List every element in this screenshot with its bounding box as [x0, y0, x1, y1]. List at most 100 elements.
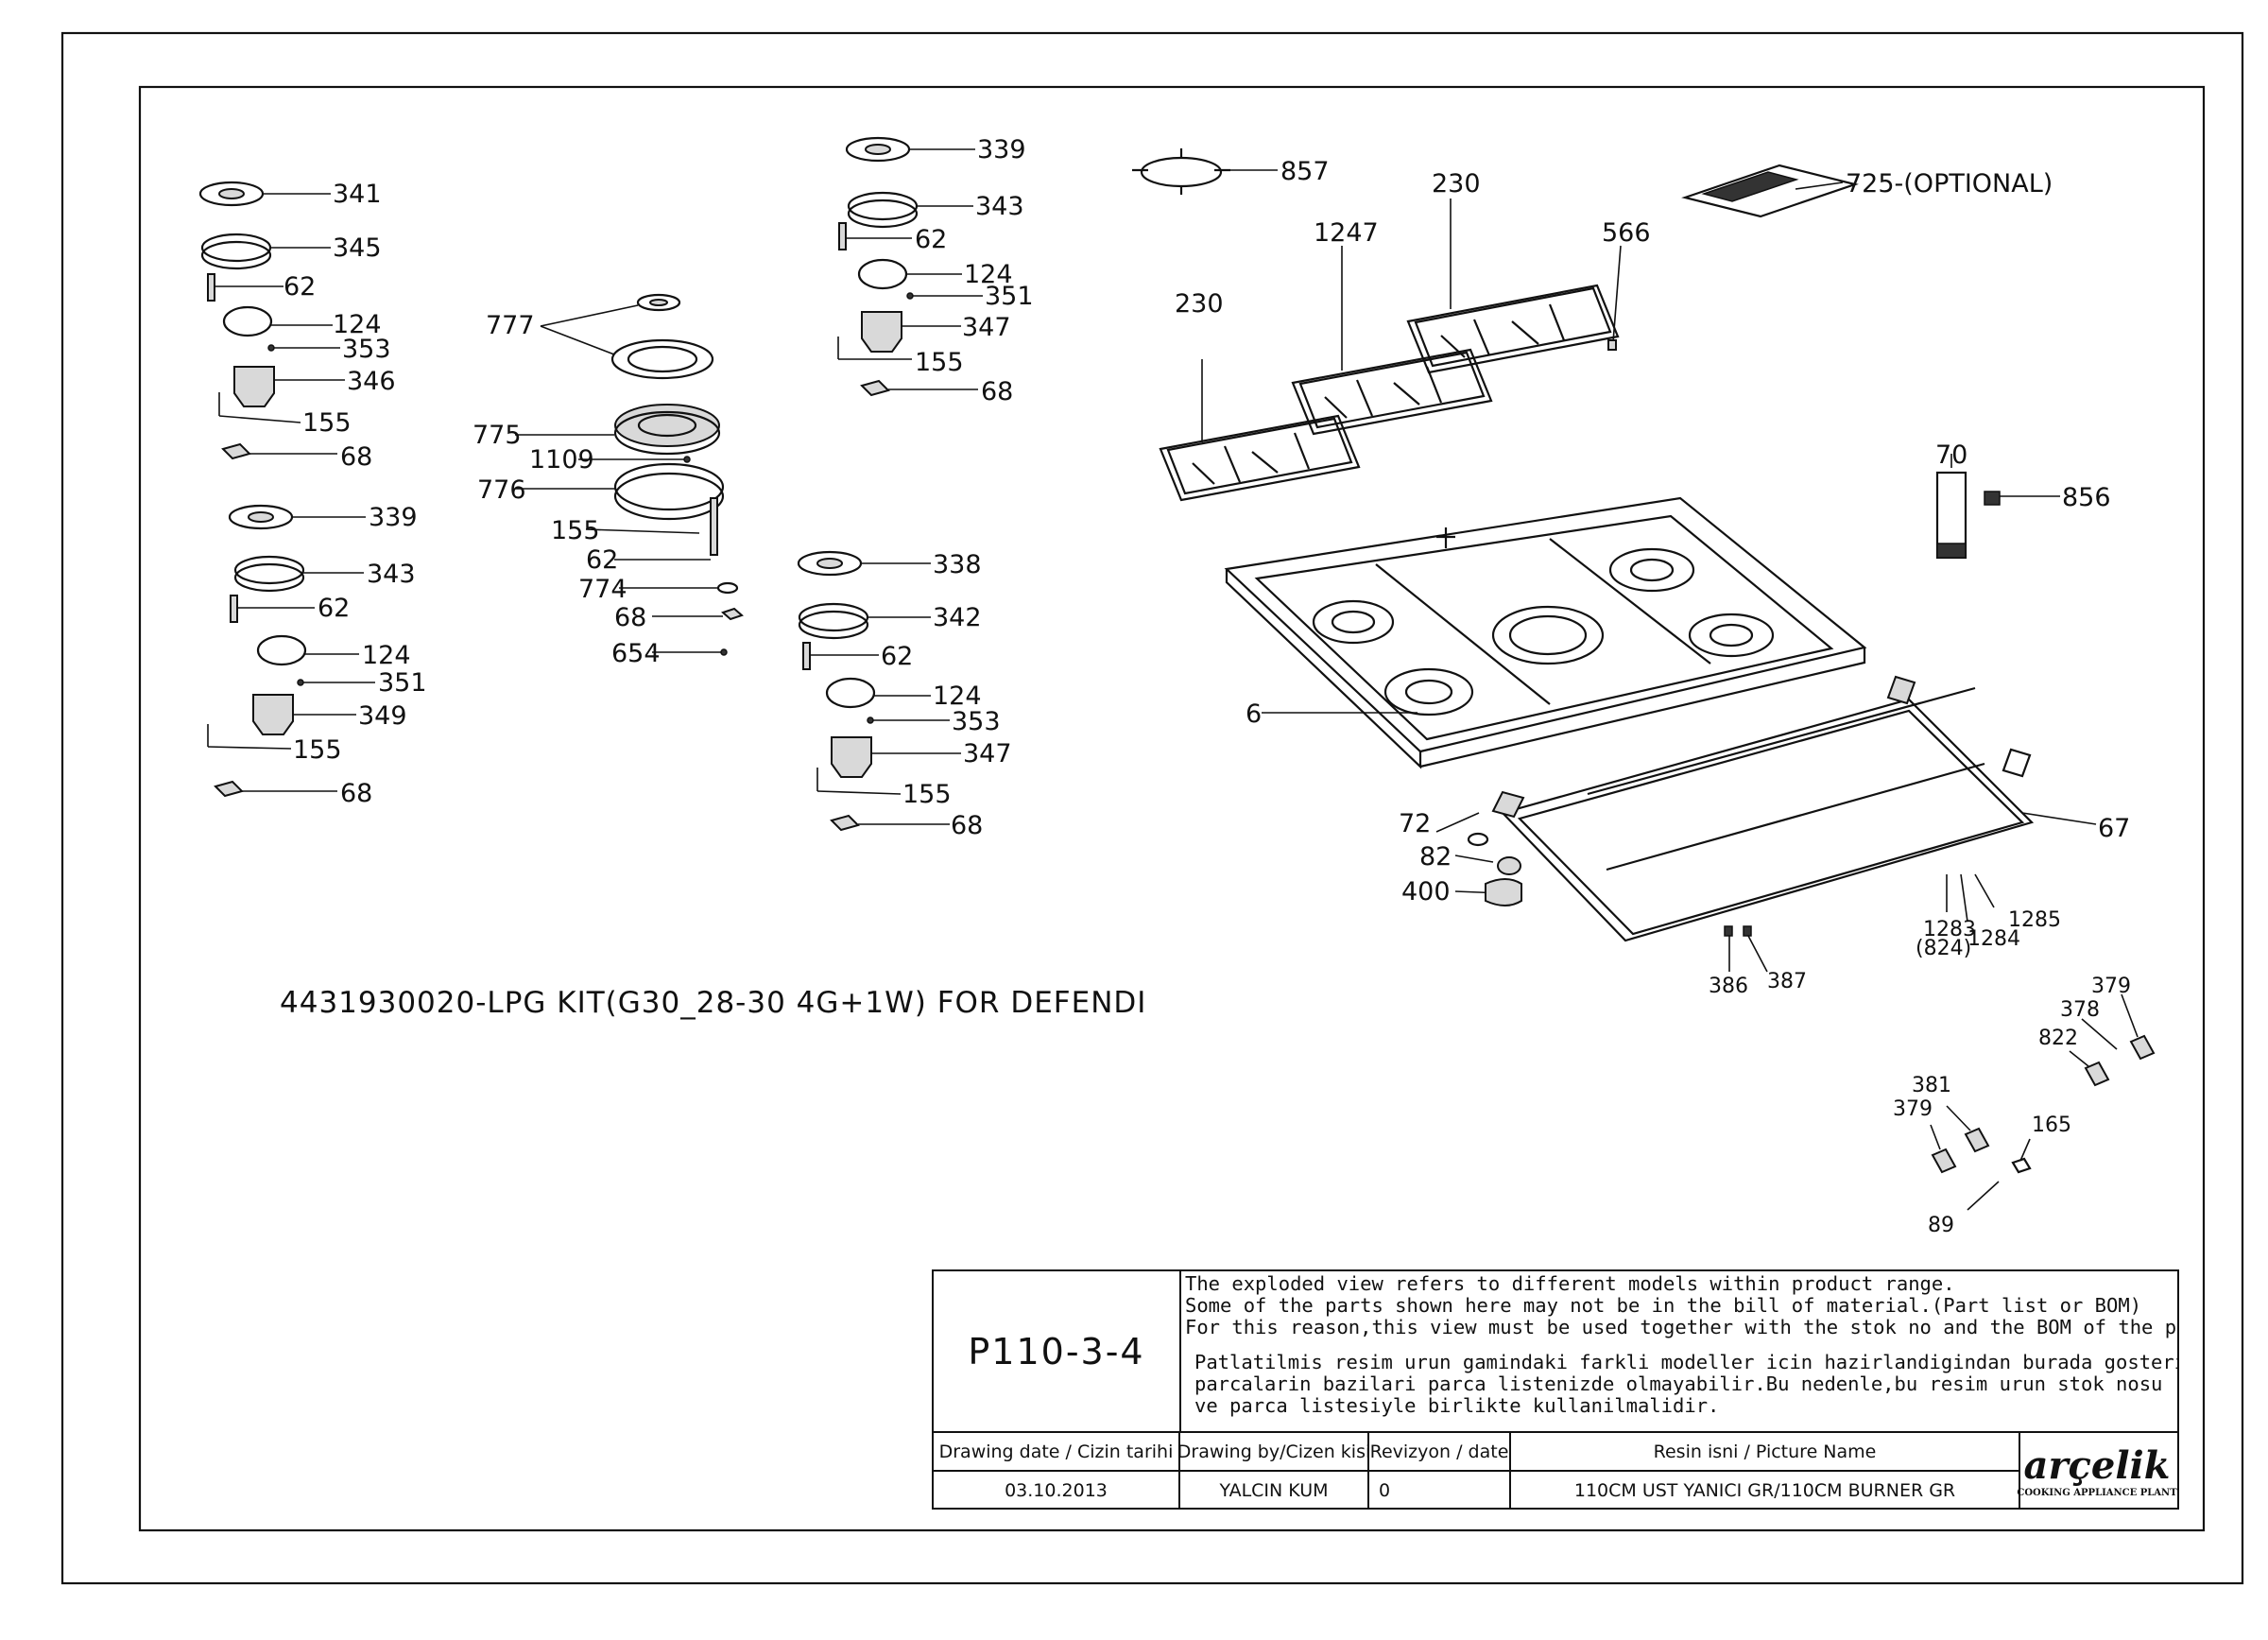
callout-124: 124	[333, 310, 382, 339]
callout-725-optional: 725-(OPTIONAL)	[1846, 169, 2053, 199]
value-drawing-by: YALCIN KUM	[1180, 1472, 1369, 1510]
logo-wordmark: arçelik	[2023, 1442, 2171, 1488]
title-table: Drawing date / Cizin tarihi Drawing by/C…	[934, 1431, 2177, 1510]
callout-124: 124	[362, 641, 411, 670]
callout-400: 400	[1401, 877, 1451, 906]
callout-62: 62	[881, 642, 913, 671]
callout-1285: 1285	[2008, 908, 2061, 932]
value-revision: 0	[1369, 1472, 1511, 1510]
burner-group-left-bottom	[207, 504, 375, 798]
callout-387: 387	[1767, 970, 1807, 993]
callout-822: 822	[2038, 1027, 2078, 1050]
callout-89: 89	[1928, 1214, 1954, 1237]
callout-82: 82	[1419, 842, 1452, 872]
callout-774: 774	[578, 575, 627, 604]
callout-775: 775	[472, 421, 522, 450]
callout-155: 155	[915, 348, 964, 377]
wok-ring-part	[1132, 148, 1278, 195]
callout-343: 343	[975, 192, 1024, 221]
callout-353: 353	[952, 707, 1001, 736]
callout-1283: 1283	[1923, 918, 1976, 941]
callout-230: 230	[1175, 289, 1224, 319]
logo-subtitle: COOKING APPLIANCE PLANT	[2017, 1487, 2177, 1498]
callout-72: 72	[1399, 809, 1431, 838]
callout-386: 386	[1709, 975, 1748, 998]
outer-frame	[60, 31, 2244, 1585]
callout-124: 124	[933, 682, 982, 711]
note-en-3: For this reason,this view must be used t…	[1185, 1316, 2177, 1338]
kit-caption: 4431930020-LPG KIT(G30_28-30 4G+1W) FOR …	[280, 986, 1147, 1020]
callout-342: 342	[933, 603, 982, 632]
note-en-2: Some of the parts shown here may not be …	[1185, 1294, 2142, 1317]
header-picture-name: Resin isni / Picture Name	[1511, 1433, 2020, 1472]
callout-230: 230	[1432, 169, 1481, 199]
callout-62: 62	[284, 272, 316, 302]
header-drawing-date: Drawing date / Cizin tarihi	[934, 1433, 1180, 1472]
callout-856: 856	[2062, 483, 2111, 512]
callout-165: 165	[2032, 1113, 2071, 1137]
burner-group-wok	[515, 293, 744, 656]
callout-351: 351	[985, 282, 1034, 311]
callout-654: 654	[611, 639, 661, 668]
callout-68: 68	[614, 603, 646, 632]
callout-68: 68	[340, 442, 372, 472]
valve-clip-parts	[1930, 993, 2156, 1211]
inner-frame	[138, 85, 2206, 1532]
callout-339: 339	[369, 503, 418, 532]
arcelik-logo: arçelik COOKING APPLIANCE PLANT	[2017, 1433, 2177, 1508]
callout-124: 124	[964, 260, 1013, 289]
note-tr-2: parcalarin bazilari parca listenizde olm…	[1194, 1372, 2163, 1395]
callout-566: 566	[1602, 218, 1651, 248]
burner-group-left-top	[198, 181, 345, 460]
value-picture-name: 110CM UST YANICI GR/110CM BURNER GR	[1511, 1472, 2020, 1510]
callout-155: 155	[902, 780, 952, 809]
callout-62: 62	[915, 225, 947, 254]
callout-68: 68	[981, 377, 1013, 406]
callout-62: 62	[586, 545, 618, 575]
callout-351: 351	[378, 668, 427, 698]
callout-155: 155	[302, 408, 352, 438]
callout-341: 341	[333, 180, 382, 209]
callout-353: 353	[342, 335, 391, 364]
callout-1109: 1109	[529, 445, 594, 475]
callout-1247: 1247	[1314, 218, 1379, 248]
header-revision: Revizyon / date	[1369, 1433, 1511, 1472]
callout-70: 70	[1935, 440, 1967, 470]
drawing-notes: The exploded view refers to different mo…	[1181, 1271, 2177, 1431]
hob-top-part	[1224, 496, 1867, 769]
note-en-1: The exploded view refers to different mo…	[1185, 1272, 1955, 1295]
callout-857: 857	[1280, 157, 1330, 186]
callout-347: 347	[963, 739, 1012, 768]
value-drawing-date: 03.10.2013	[934, 1472, 1180, 1510]
callout-777: 777	[486, 311, 535, 340]
header-drawing-by: Drawing by/Cizen kisi	[1177, 1433, 1370, 1472]
burner-group-center-top	[837, 136, 983, 397]
callout-338: 338	[933, 550, 982, 579]
callout-62: 62	[318, 594, 350, 623]
callout-68: 68	[340, 779, 372, 808]
callout-378: 378	[2060, 998, 2100, 1022]
callout-155: 155	[293, 735, 342, 765]
callout-343: 343	[367, 560, 416, 589]
callout-381: 381	[1912, 1074, 1951, 1097]
callout-345: 345	[333, 233, 382, 263]
callout-379: 379	[1893, 1097, 1933, 1121]
title-block: P110-3-4 The exploded view refers to dif…	[932, 1269, 2179, 1510]
burner-group-center-bottom	[797, 550, 961, 832]
callout-349: 349	[358, 701, 407, 731]
optional-plate-part	[1681, 164, 1859, 218]
pan-supports	[1159, 199, 1622, 502]
note-tr-1: Patlatilmis resim urun gamindaki farkli …	[1194, 1351, 2177, 1373]
callout-824: (824)	[1916, 937, 1971, 960]
callout-379: 379	[2091, 975, 2131, 998]
callout-1284: 1284	[1967, 927, 2020, 951]
callout-6: 6	[1246, 699, 1262, 729]
sheet-id: P110-3-4	[934, 1271, 1181, 1431]
callout-339: 339	[977, 135, 1026, 164]
callout-67: 67	[2098, 814, 2130, 843]
knob-parts	[1935, 454, 2060, 560]
callout-155: 155	[551, 516, 600, 545]
callout-346: 346	[347, 367, 396, 396]
callout-776: 776	[477, 475, 526, 505]
